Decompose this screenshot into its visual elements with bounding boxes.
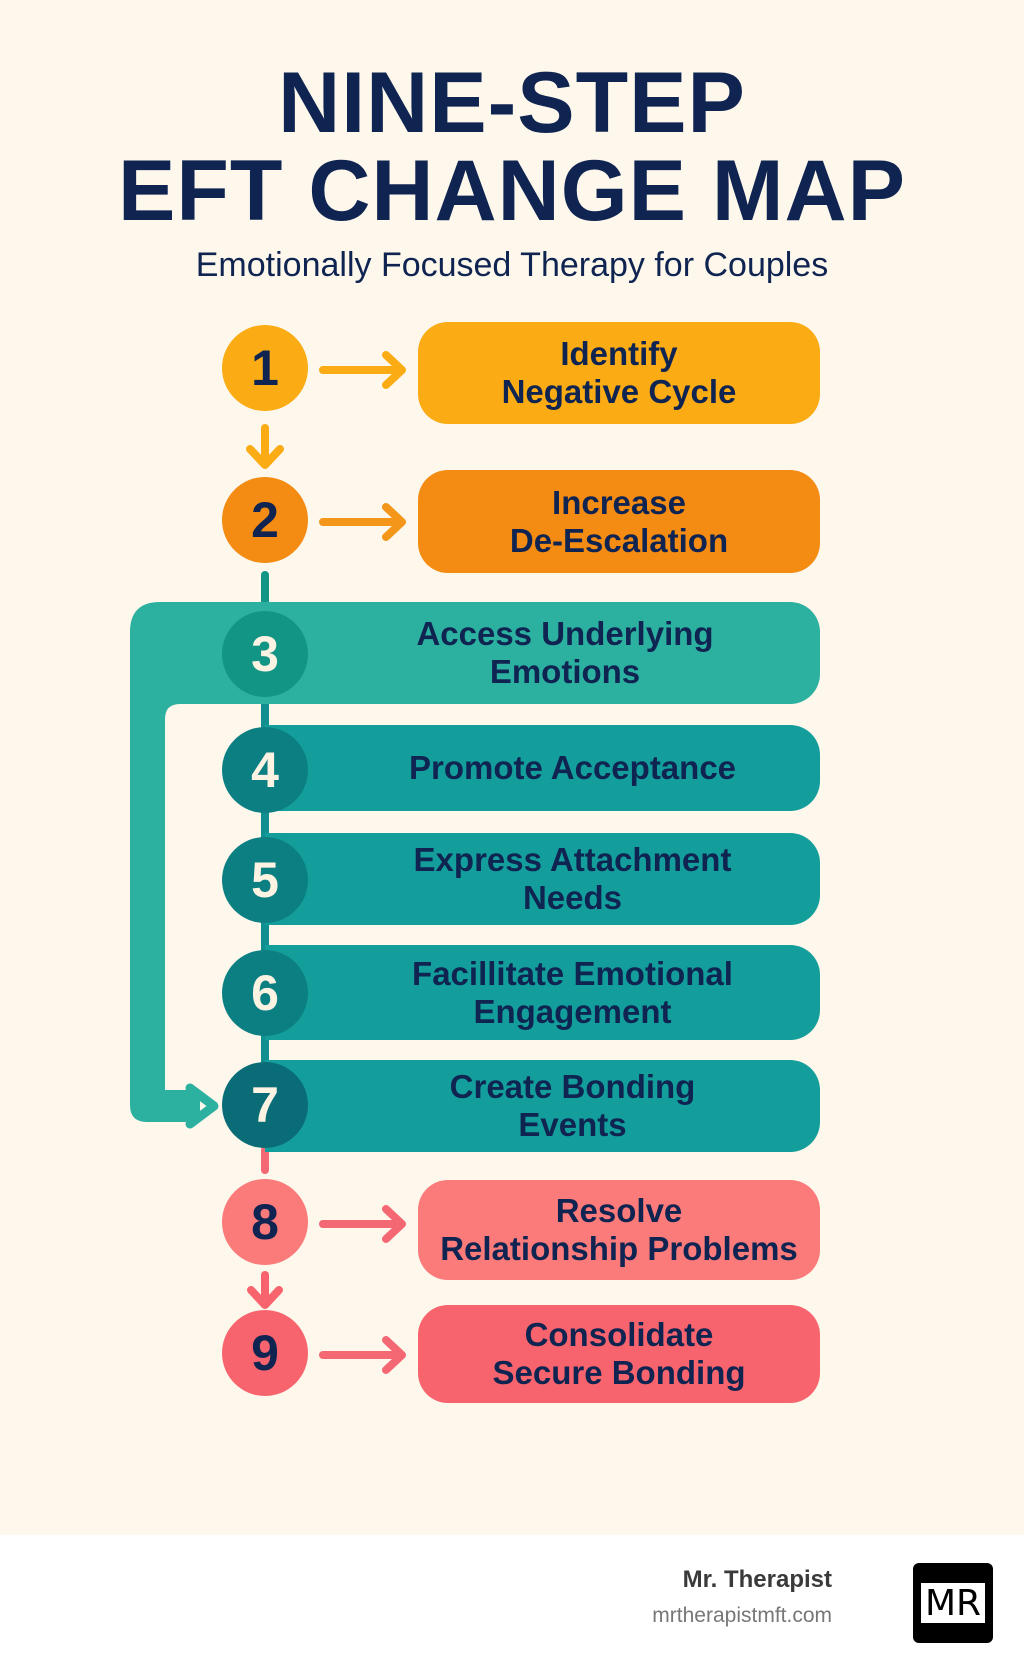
step-1-box: Identify Negative Cycle — [418, 322, 820, 424]
arrow-right-icon-1 — [319, 351, 406, 389]
step-1-number: 1 — [222, 325, 308, 411]
step-3-number: 3 — [222, 611, 308, 697]
loop-arm-bottom — [130, 1000, 200, 1122]
step-5-label: Express Attachment Needs — [413, 841, 732, 916]
title-line-2: EFT CHANGE MAP — [118, 143, 906, 239]
step-7-label: Create Bonding Events — [449, 1068, 696, 1143]
step-9-box: Consolidate Secure Bonding — [418, 1305, 820, 1403]
arrow-right-icon-8 — [319, 1205, 406, 1243]
step-8-box: Resolve Relationship Problems — [418, 1180, 820, 1280]
arrow-right-icon-2 — [319, 503, 406, 541]
subtitle: Emotionally Focused Therapy for Couples — [195, 246, 829, 284]
loop-arrow-icon — [185, 1083, 219, 1129]
step-9-number: 9 — [222, 1310, 308, 1396]
step-8-label: Resolve Relationship Problems — [440, 1192, 798, 1267]
step-3-label: Access Underlying Emotions — [416, 615, 714, 690]
step-9-label: Consolidate Secure Bonding — [492, 1316, 746, 1391]
arrow-right-icon-9 — [319, 1336, 406, 1374]
step-4-label: Promote Acceptance — [408, 749, 737, 787]
step-6-number: 6 — [222, 950, 308, 1036]
step-6-label: Facillitate Emotional Engagement — [412, 954, 733, 1030]
step-1-label: Identify Negative Cycle — [501, 335, 737, 410]
step-2-box: Increase De-Escalation — [418, 470, 820, 573]
title-line-1: NINE-STEP — [278, 55, 746, 151]
brand-logo: MR — [913, 1563, 993, 1643]
step-7-box: Create Bonding Events — [265, 1060, 820, 1152]
step-4-number: 4 — [222, 727, 308, 813]
arrow-down-icon-8-9 — [247, 1271, 283, 1309]
step-8-number: 8 — [222, 1179, 308, 1265]
step-6-box: Facillitate Emotional Engagement — [265, 945, 820, 1040]
step-2-number: 2 — [222, 477, 308, 563]
brand-name: Mr. Therapist — [682, 1566, 832, 1593]
step-5-number: 5 — [222, 837, 308, 923]
step-4-box: Promote Acceptance — [265, 725, 820, 811]
footer — [0, 1535, 1024, 1666]
step-3-box: Access Underlying Emotions — [230, 602, 820, 704]
arrow-down-icon-1-2 — [246, 424, 284, 469]
brand-url[interactable]: mrtherapistmft.com — [652, 1604, 832, 1627]
step-5-box: Express Attachment Needs — [265, 833, 820, 925]
step-2-label: Increase De-Escalation — [509, 483, 729, 559]
logo-text: MR — [921, 1583, 985, 1624]
loop-arm — [130, 602, 265, 1090]
step-7-number: 7 — [222, 1062, 308, 1148]
